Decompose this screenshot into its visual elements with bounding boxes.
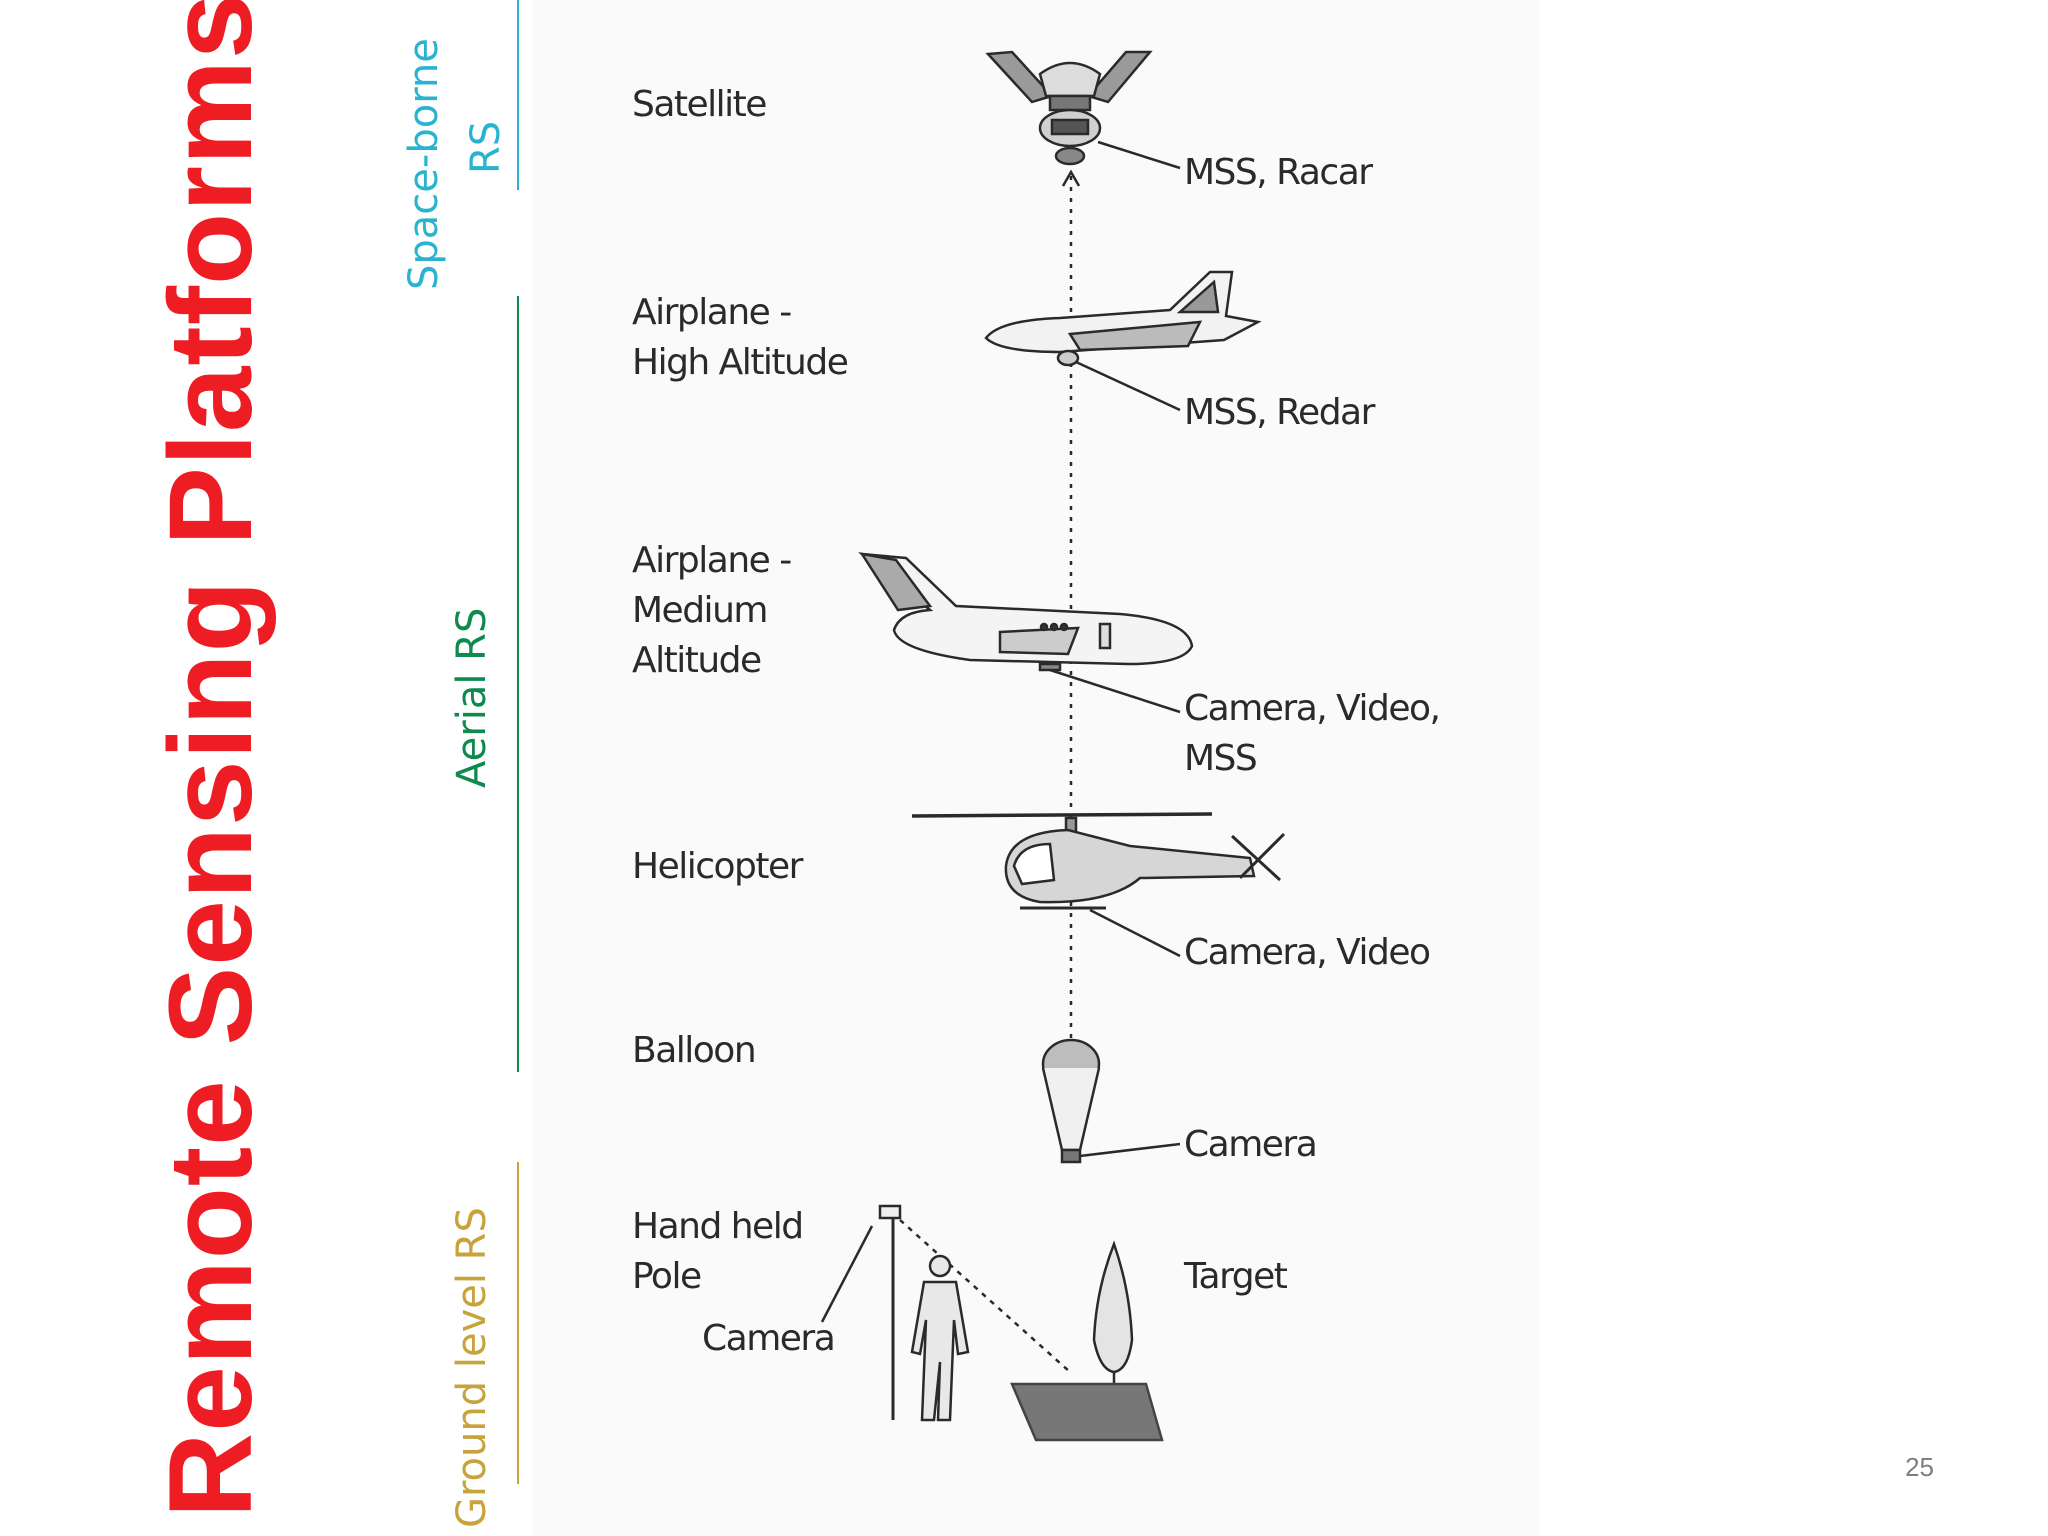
- target-label: Target: [1184, 1256, 1288, 1297]
- pole-camera-icon: [820, 1204, 1071, 1420]
- platform-figure: [532, 0, 1540, 1536]
- category-divider-space: [517, 0, 519, 190]
- category-divider-aerial: [517, 296, 519, 1072]
- platform-label-jet: Airplane - High Altitude: [632, 292, 849, 383]
- sensor-label-airplane: Camera, Video, MSS: [1184, 688, 1441, 779]
- airplane-icon: [858, 552, 1194, 672]
- page-number: 25: [1905, 1452, 1934, 1482]
- platform-label-pole: Hand held Pole: [632, 1206, 804, 1297]
- category-divider-ground: [517, 1162, 519, 1484]
- sensor-label-pole: Camera: [702, 1318, 836, 1359]
- sensor-label-satellite: MSS, Racar: [1184, 152, 1373, 193]
- arrow-head: [1061, 169, 1081, 187]
- balloon-icon: [1041, 1038, 1101, 1164]
- target-ground-icon: [1010, 1382, 1164, 1442]
- platform-label-airplane: Airplane - Medium Altitude: [632, 540, 792, 681]
- satellite-icon: [985, 50, 1153, 166]
- tree-icon: [1092, 1240, 1134, 1390]
- jet-icon: [984, 270, 1262, 367]
- sensor-label-helicopter: Camera, Video: [1184, 932, 1431, 973]
- person-icon: [910, 1254, 970, 1422]
- sensor-label-jet: MSS, Redar: [1184, 392, 1375, 433]
- platform-label-helicopter: Helicopter: [632, 846, 803, 887]
- sensor-label-balloon: Camera: [1184, 1124, 1318, 1165]
- platform-label-satellite: Satellite: [632, 84, 767, 125]
- platform-label-balloon: Balloon: [632, 1030, 757, 1071]
- helicopter-icon: [911, 812, 1286, 910]
